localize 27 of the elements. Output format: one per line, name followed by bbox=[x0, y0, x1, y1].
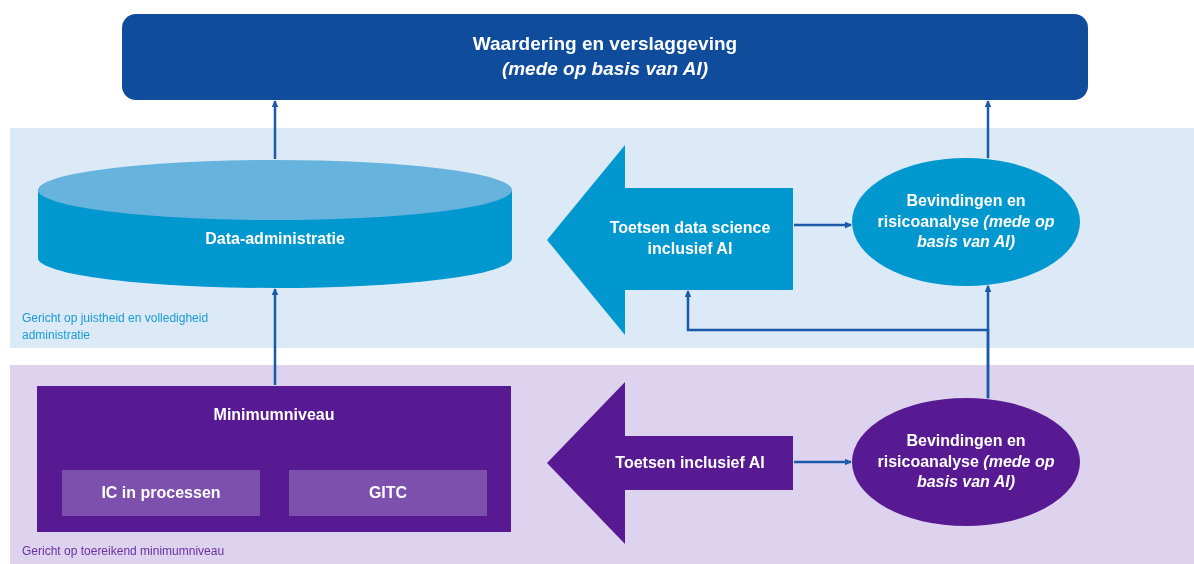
node-label: GITC bbox=[368, 482, 408, 503]
arrow bbox=[794, 458, 852, 466]
arrow bbox=[271, 100, 279, 159]
process-box bbox=[37, 386, 511, 532]
process-box bbox=[62, 470, 260, 516]
node-label: Waardering en verslaggeving bbox=[472, 32, 738, 57]
arrow bbox=[794, 221, 852, 229]
node-label: Toetsen inclusief AI bbox=[615, 452, 765, 473]
database-cylinder bbox=[38, 160, 512, 288]
arrow-shape bbox=[547, 382, 793, 544]
node-label: Minimumniveau bbox=[213, 404, 335, 425]
arrow bbox=[984, 100, 992, 159]
node-label: Data-administratie bbox=[205, 228, 345, 249]
node-label: IC in processen bbox=[101, 482, 221, 503]
header-box bbox=[122, 14, 1088, 100]
node-label: Bevindingen en risicoanalyse (mede op basis van AI) bbox=[876, 190, 1056, 253]
arrow bbox=[684, 290, 990, 399]
arrow-shape bbox=[547, 145, 793, 335]
node-label: Bevindingen en risicoanalyse (mede op basis van AI) bbox=[876, 430, 1056, 493]
node-label: Gericht op toereikend minimumniveau bbox=[22, 544, 225, 559]
node-label: Toetsen data science inclusief AI bbox=[608, 218, 772, 259]
arrow bbox=[271, 288, 279, 385]
node-label: Gericht op juistheid en volledigheid administratie bbox=[22, 311, 209, 343]
lane-band bbox=[10, 365, 1194, 564]
subtitle-text: (mede op basis van AI) bbox=[501, 57, 709, 81]
lane-band bbox=[10, 128, 1194, 348]
process-box bbox=[289, 470, 487, 516]
